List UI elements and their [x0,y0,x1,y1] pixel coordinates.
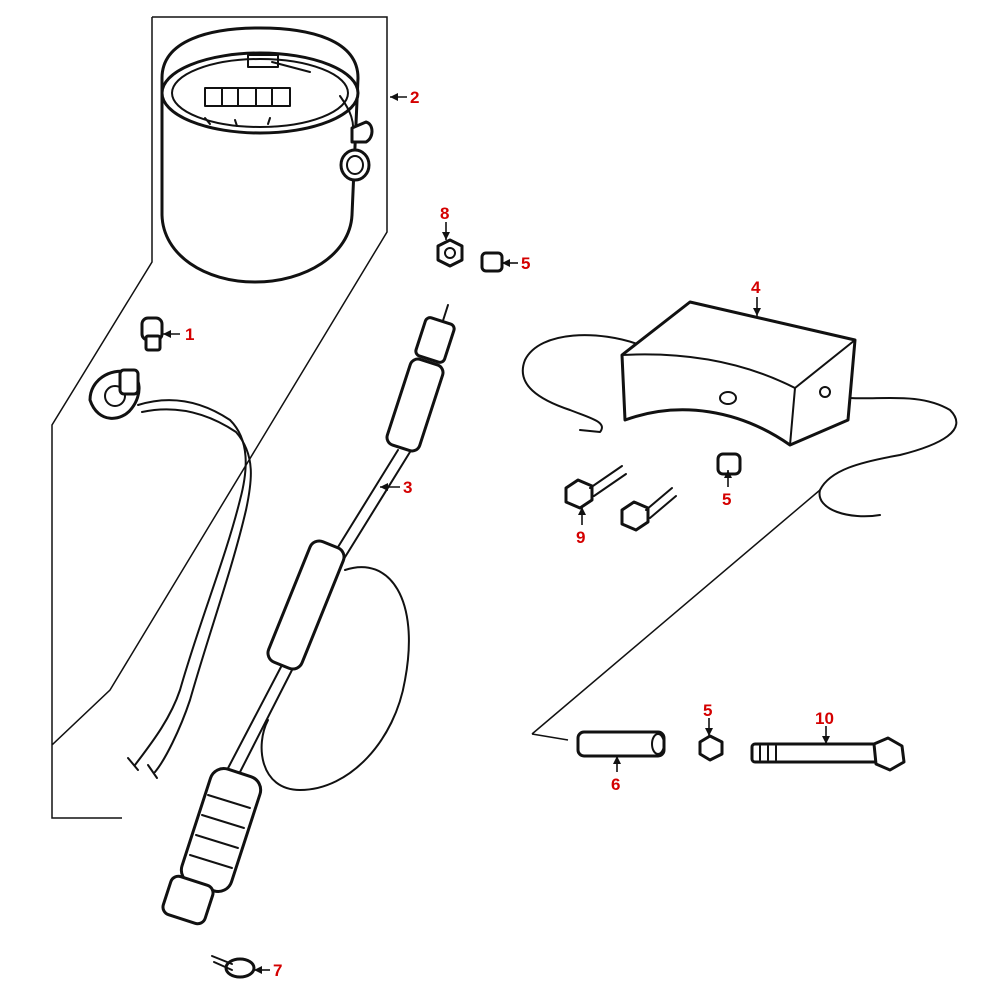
callout-1: 1 [163,325,194,344]
callout-9: 9 [576,507,586,547]
callout-7: 7 [254,961,282,980]
callout-label-10: 10 [815,709,834,728]
bulb [140,316,164,352]
collar [576,730,666,758]
callout-label-5a: 5 [521,254,530,273]
speedometer-bracket [521,300,958,518]
speedometer [160,26,374,284]
assembly-guide-line-short [531,733,569,741]
nut-middle [716,452,742,476]
callout-label-6: 6 [611,775,620,794]
callout-label-5c: 5 [703,701,712,720]
callout-5c: 5 [703,701,713,736]
callout-3: 3 [380,478,412,497]
callout-5a: 5 [502,254,530,273]
callout-label-8: 8 [440,204,449,223]
nut [436,238,464,268]
callout-label-2: 2 [410,88,419,107]
speedometer-assembly-frame [51,16,388,819]
callout-4: 4 [751,278,761,316]
speedometer-cable [161,304,456,926]
callout-6: 6 [611,756,621,794]
callout-10: 10 [815,709,834,744]
assembly-guide-line [531,489,821,735]
callout-5b: 5 [722,470,732,509]
callout-8: 8 [440,204,450,240]
bulb-socket-harness [88,368,252,779]
callout-label-7: 7 [273,961,282,980]
long-bolt [750,736,906,772]
nut-upper [480,251,504,273]
callout-label-9: 9 [576,528,585,547]
screw [211,955,256,979]
callout-label-3: 3 [403,478,412,497]
callout-2: 2 [390,88,419,107]
callout-label-5b: 5 [722,490,731,509]
bolts [564,465,677,532]
nut-lower [698,734,724,762]
callout-label-4: 4 [751,278,761,297]
callout-label-1: 1 [185,325,194,344]
